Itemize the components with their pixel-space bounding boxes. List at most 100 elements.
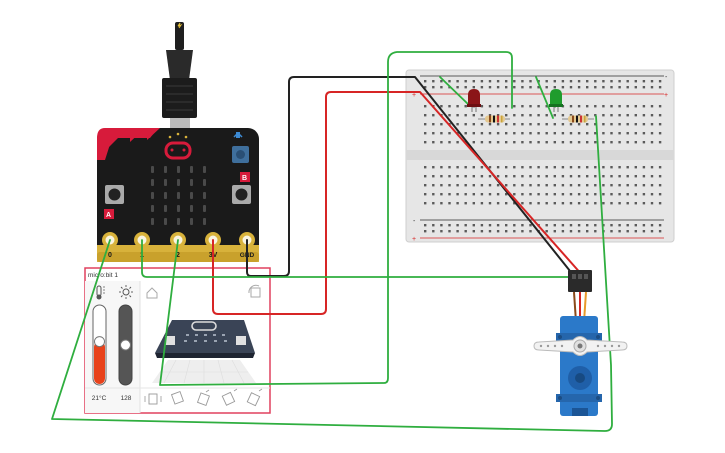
rail-hole[interactable] (569, 230, 573, 233)
rail-hole[interactable] (521, 230, 524, 233)
terminal-hole[interactable] (521, 175, 524, 178)
rail-hole[interactable] (488, 86, 492, 89)
wire-gnd[interactable] (246, 76, 575, 277)
rail-hole[interactable] (456, 80, 459, 83)
terminal-hole[interactable] (432, 132, 435, 135)
terminal-hole[interactable] (586, 166, 589, 169)
terminal-hole[interactable] (505, 123, 508, 126)
rail-hole[interactable] (577, 224, 581, 227)
terminal-hole[interactable] (658, 193, 662, 196)
terminal-hole[interactable] (496, 193, 500, 196)
terminal-hole[interactable] (586, 132, 589, 135)
rail-hole[interactable] (456, 86, 459, 89)
rail-hole[interactable] (586, 224, 589, 227)
terminal-hole[interactable] (513, 202, 516, 205)
terminal-hole[interactable] (529, 114, 532, 117)
terminal-hole[interactable] (464, 193, 467, 196)
terminal-hole[interactable] (488, 175, 492, 178)
rail-hole[interactable] (480, 86, 484, 89)
rail-hole[interactable] (448, 80, 451, 83)
terminal-hole[interactable] (496, 132, 500, 135)
terminal-hole[interactable] (610, 123, 613, 126)
rail-hole[interactable] (553, 224, 556, 227)
terminal-hole[interactable] (561, 123, 565, 126)
terminal-hole[interactable] (594, 123, 597, 126)
terminal-hole[interactable] (480, 184, 484, 187)
wire-led-green-ground[interactable] (535, 76, 554, 119)
terminal-hole[interactable] (569, 105, 573, 108)
terminal-hole[interactable] (456, 123, 459, 126)
rail-hole[interactable] (521, 86, 524, 89)
terminal-hole[interactable] (537, 184, 540, 187)
terminal-hole[interactable] (561, 166, 565, 169)
terminal-hole[interactable] (586, 105, 589, 108)
terminal-hole[interactable] (545, 184, 548, 187)
rail-hole[interactable] (626, 86, 629, 89)
rail-hole[interactable] (496, 86, 500, 89)
rail-hole[interactable] (594, 230, 597, 233)
terminal-hole[interactable] (634, 184, 637, 187)
rail-hole[interactable] (658, 80, 662, 83)
terminal-hole[interactable] (618, 141, 621, 144)
terminal-hole[interactable] (488, 123, 492, 126)
terminal-hole[interactable] (586, 184, 589, 187)
terminal-hole[interactable] (569, 114, 573, 117)
rail-hole[interactable] (545, 80, 548, 83)
terminal-hole[interactable] (577, 105, 581, 108)
terminal-hole[interactable] (650, 202, 654, 205)
terminal-hole[interactable] (650, 166, 654, 169)
terminal-hole[interactable] (626, 175, 629, 178)
terminal-hole[interactable] (577, 141, 581, 144)
terminal-hole[interactable] (505, 105, 508, 108)
gesture-shake-icon[interactable] (144, 393, 162, 405)
terminal-hole[interactable] (537, 105, 540, 108)
terminal-hole[interactable] (505, 175, 508, 178)
rail-hole[interactable] (496, 224, 500, 227)
terminal-hole[interactable] (626, 193, 629, 196)
rail-hole[interactable] (561, 86, 565, 89)
terminal-hole[interactable] (610, 166, 613, 169)
terminal-hole[interactable] (577, 166, 581, 169)
terminal-hole[interactable] (577, 193, 581, 196)
resistor-1[interactable] (478, 115, 510, 123)
terminal-hole[interactable] (448, 132, 451, 135)
rail-hole[interactable] (634, 80, 637, 83)
rail-hole[interactable] (650, 230, 654, 233)
rail-hole[interactable] (650, 224, 654, 227)
rail-hole[interactable] (505, 230, 508, 233)
rail-hole[interactable] (432, 86, 435, 89)
terminal-hole[interactable] (642, 184, 646, 187)
terminal-hole[interactable] (658, 114, 662, 117)
terminal-hole[interactable] (642, 193, 646, 196)
terminal-hole[interactable] (464, 114, 467, 117)
terminal-hole[interactable] (448, 166, 451, 169)
terminal-hole[interactable] (496, 141, 500, 144)
terminal-hole[interactable] (432, 184, 435, 187)
rail-hole[interactable] (602, 86, 605, 89)
terminal-hole[interactable] (505, 202, 508, 205)
terminal-hole[interactable] (488, 184, 492, 187)
wire-pin2-breadboard[interactable] (159, 51, 513, 386)
terminal-hole[interactable] (594, 105, 597, 108)
breadboard[interactable]: - + - + - + (405, 69, 675, 243)
terminal-hole[interactable] (472, 175, 475, 178)
terminal-hole[interactable] (424, 193, 427, 196)
terminal-hole[interactable] (602, 184, 605, 187)
rail-hole[interactable] (448, 230, 451, 233)
terminal-hole[interactable] (480, 175, 484, 178)
terminal-hole[interactable] (456, 105, 459, 108)
rail-hole[interactable] (464, 86, 467, 89)
terminal-hole[interactable] (610, 184, 613, 187)
terminal-hole[interactable] (513, 193, 516, 196)
rail-hole[interactable] (472, 80, 475, 83)
terminal-hole[interactable] (610, 132, 613, 135)
terminal-hole[interactable] (545, 175, 548, 178)
terminal-hole[interactable] (440, 193, 443, 196)
rail-hole[interactable] (513, 86, 516, 89)
terminal-hole[interactable] (602, 105, 605, 108)
rail-hole[interactable] (464, 224, 467, 227)
terminal-hole[interactable] (480, 105, 484, 108)
terminal-hole[interactable] (480, 114, 484, 117)
terminal-hole[interactable] (618, 132, 621, 135)
terminal-hole[interactable] (658, 132, 662, 135)
